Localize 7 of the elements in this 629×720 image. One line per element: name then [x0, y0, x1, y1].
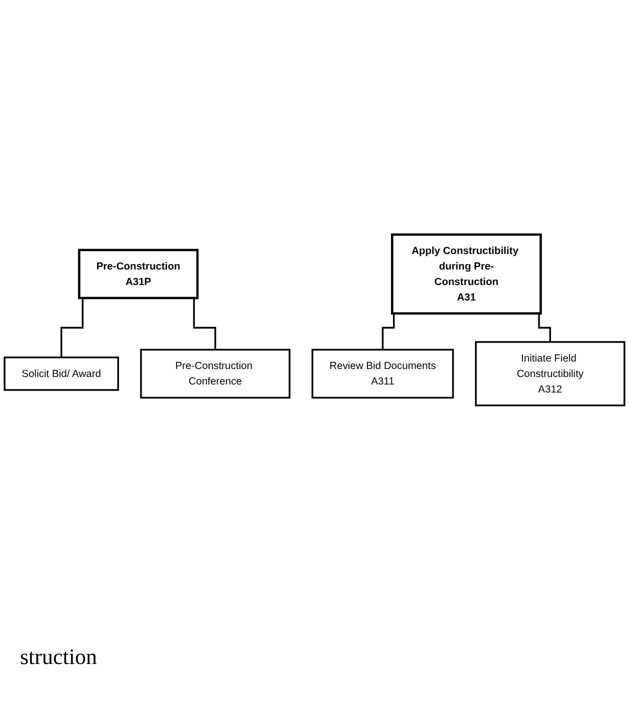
node-box: Review Bid Documents A311	[312, 348, 454, 399]
node-box: Apply Constructibility during Pre-Construction A31	[391, 233, 542, 315]
node-box: Solicit Bid/ Award	[4, 356, 119, 391]
text-fragment: struction	[20, 644, 98, 670]
node-box: Pre-Construction A31P	[78, 248, 199, 300]
node-box: Pre-Construction Conference	[140, 348, 290, 399]
node-box: Initiate Field Constructibility A312	[475, 341, 626, 406]
